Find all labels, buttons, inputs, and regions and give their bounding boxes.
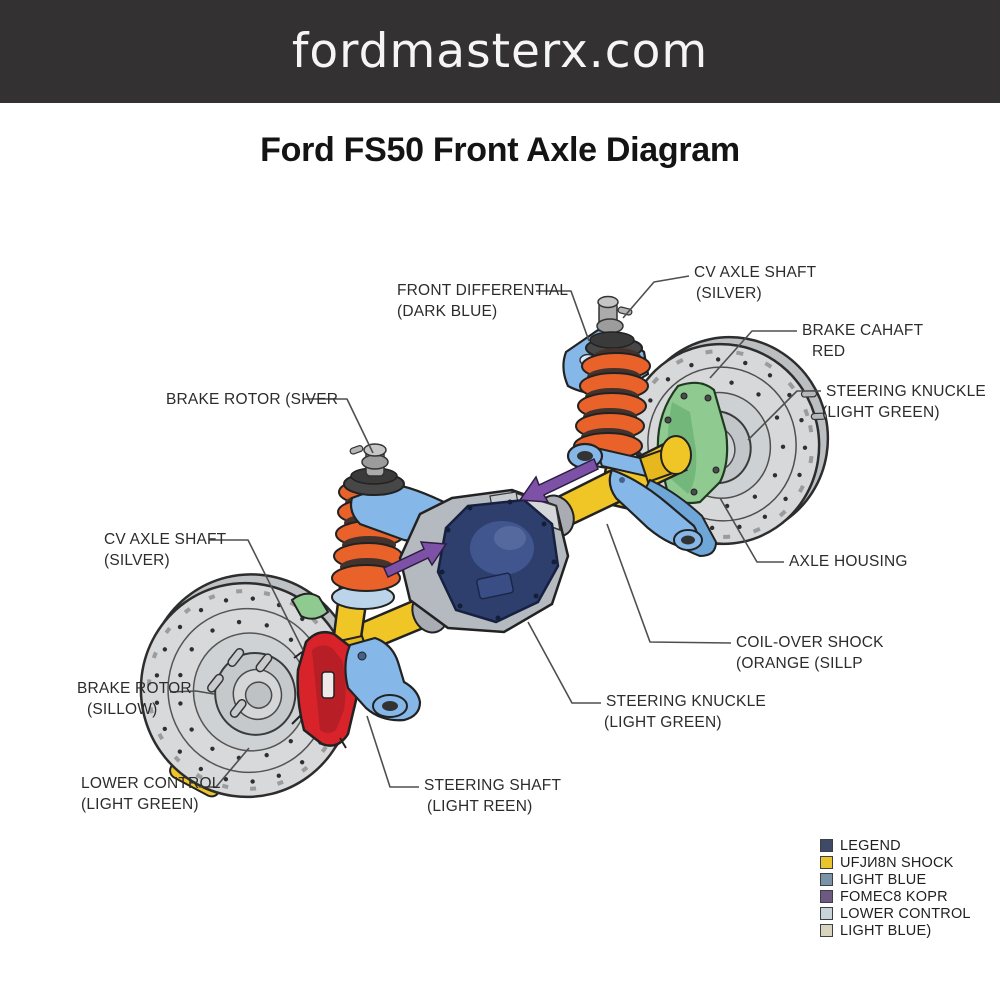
label-lower-control-arm: LOWER CONTROL(LIGHT GREEN): [81, 775, 221, 813]
leader-steering-shaft: [366, 715, 419, 788]
coil-over-shock-left: [324, 443, 460, 670]
label-cv-axle-shaft-right: CV AXLE SHAFT(SILVER): [694, 264, 817, 302]
leader-lower-control-arm: [199, 747, 250, 788]
label-axle-housing: AXLE HOUSING: [789, 553, 908, 570]
legend-item: LIGHT BLUE: [820, 871, 971, 888]
leader-coil-over-shock: [606, 523, 732, 644]
legend-color-chip: [820, 873, 833, 886]
wheel-studs: [207, 648, 273, 718]
label-steering-shaft: STEERING SHAFT(LIGHT REEN): [424, 777, 562, 815]
leader-axle-housing: [719, 497, 784, 563]
legend-item: FOMEC8 KOPR: [820, 888, 971, 905]
legend-item-label: LOWER CONTROL: [840, 905, 971, 922]
direction-arrows: [383, 457, 599, 579]
leader-cv-axle-shaft-right: [622, 275, 690, 319]
legend-item: LOWER CONTROL: [820, 905, 971, 922]
legend-item-label: FOMEC8 KOPR: [840, 888, 948, 905]
leader-cv-axle-shaft-left: [209, 539, 304, 651]
page-title: Ford FS50 Front Axle Diagram: [260, 131, 740, 169]
control-arms-right: [566, 442, 718, 558]
label-cv-axle-shaft-left: CV AXLE SHAFT(SILVER): [104, 531, 227, 569]
steering-arm-left: [344, 636, 422, 722]
legend-color-chip: [820, 907, 833, 920]
legend-color-chip: [820, 890, 833, 903]
brake-caliper-part: [291, 631, 359, 749]
legend-item: UFJИ8N SHOCK: [820, 854, 971, 871]
steering-knuckle-left-part: [290, 592, 330, 620]
leader-steering-knuckle-center: [527, 621, 601, 704]
site-name: fordmasterx.com: [291, 24, 709, 79]
legend-color-chip: [820, 856, 833, 869]
site-banner: fordmasterx.com: [0, 0, 1000, 103]
legend-item-label: LIGHT BLUE): [840, 922, 932, 939]
leader-brake-rotor-left: [169, 690, 215, 695]
legend-item-label: LIGHT BLUE: [840, 871, 927, 888]
leader-brake-rotor-right: [303, 398, 374, 454]
legend-item: LIGHT BLUE): [820, 922, 971, 939]
label-steering-knuckle-center: STEERING KNUCKLE(LIGHT GREEN): [604, 693, 766, 731]
label-front-differential: FRONT DIFFERENTIAL(DARK BLUE): [397, 282, 569, 320]
leader-steering-knuckle-right: [747, 390, 821, 441]
legend-item-label: UFJИ8N SHOCK: [840, 854, 954, 871]
leader-front-differential: [536, 290, 590, 342]
arrow-left: [518, 457, 599, 503]
label-brake-rotor-left: BRAKE ROTOR(SILLOW): [77, 680, 192, 718]
label-coil-over-shock: COIL-OVER SHOCK(ORANGE (SILLP: [736, 634, 884, 672]
cv-joint-stub-right: [596, 295, 633, 334]
legend-color-chip: [820, 839, 833, 852]
cv-joint-stub-left: [349, 443, 389, 477]
leader-lines: [169, 275, 821, 788]
legend-item-label: LEGEND: [840, 837, 901, 854]
legend-item: LEGEND: [820, 837, 971, 854]
arrow-right: [383, 541, 448, 579]
label-steering-knuckle-right: STEERING KNUCKLE(LIGHT GREEN): [822, 383, 986, 421]
leader-brake-caliper: [709, 330, 797, 379]
legend-color-chip: [820, 924, 833, 937]
label-brake-rotor-right: BRAKE ROTOR (SIVER: [166, 391, 339, 408]
front-differential-part: [398, 488, 570, 634]
